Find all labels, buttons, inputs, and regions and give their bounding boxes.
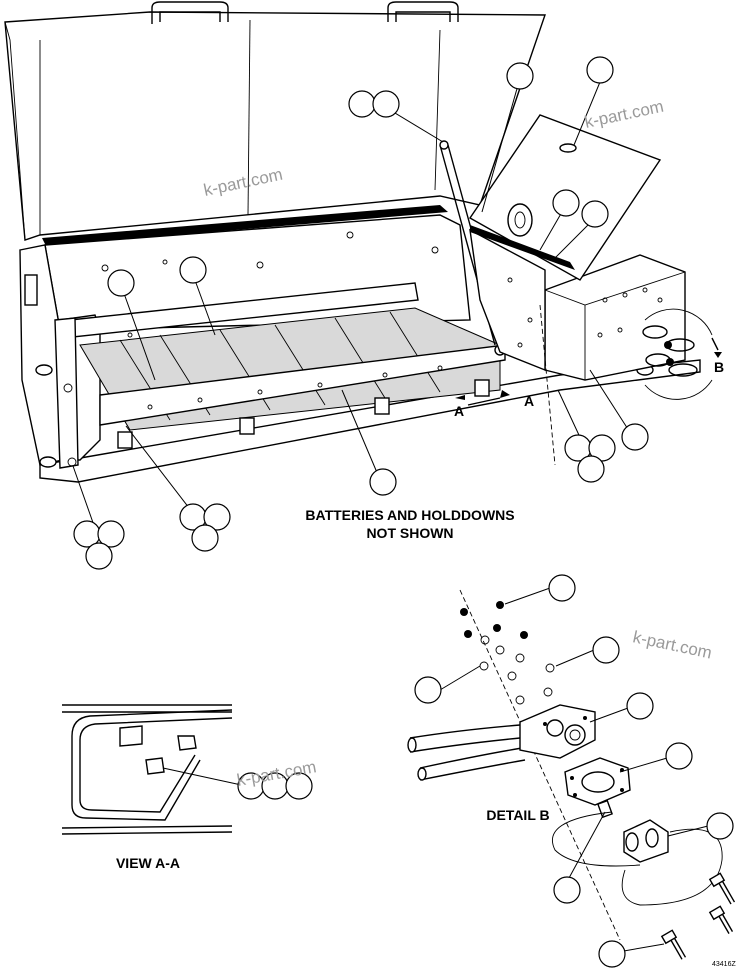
callout-bubble xyxy=(414,676,442,704)
callout-bubble xyxy=(506,62,534,90)
receptacle-group xyxy=(642,308,713,400)
detail-b: DETAIL B xyxy=(407,574,736,968)
callout-bubble xyxy=(548,574,576,602)
note-line-2: NOT SHOWN xyxy=(366,525,453,541)
callouts-main xyxy=(73,56,649,570)
note-line-1: BATTERIES AND HOLDDOWNS xyxy=(305,507,514,523)
detail-b-label: DETAIL B xyxy=(486,807,549,823)
drawing-number: 43416Z xyxy=(712,961,736,968)
callout-bubble xyxy=(592,636,620,664)
detail-ref-b: B xyxy=(714,359,724,375)
callout-bubble xyxy=(665,742,693,770)
callout-bubble xyxy=(285,772,313,800)
callout-bubble xyxy=(85,542,113,570)
battery-box-assembly: B A A xyxy=(4,1,724,483)
callout-bubble xyxy=(577,455,605,483)
callout-bubble xyxy=(348,90,376,118)
callout-bubble xyxy=(372,90,400,118)
callout-bubble xyxy=(598,940,626,968)
callout-bubble xyxy=(586,56,614,84)
callout-bubble xyxy=(626,692,654,720)
callout-bubble xyxy=(588,434,616,462)
section-a-left: A xyxy=(454,403,464,419)
callout-bubble xyxy=(107,269,135,297)
callout-bubble xyxy=(581,200,609,228)
watermark: k-part.com xyxy=(583,97,665,132)
section-a-right: A xyxy=(524,393,534,409)
callout-bubble xyxy=(191,524,219,552)
callout-bubble xyxy=(621,423,649,451)
callout-bubble xyxy=(203,503,231,531)
callout-bubble xyxy=(552,189,580,217)
view-a-a: VIEW A-A xyxy=(61,704,313,871)
watermark: k-part.com xyxy=(631,627,713,662)
callout-bubble xyxy=(553,876,581,904)
callout-bubble xyxy=(179,256,207,284)
callout-bubble xyxy=(97,520,125,548)
view-a-a-label: VIEW A-A xyxy=(116,855,180,871)
callout-bubble xyxy=(369,468,397,496)
callout-bubble xyxy=(706,812,734,840)
